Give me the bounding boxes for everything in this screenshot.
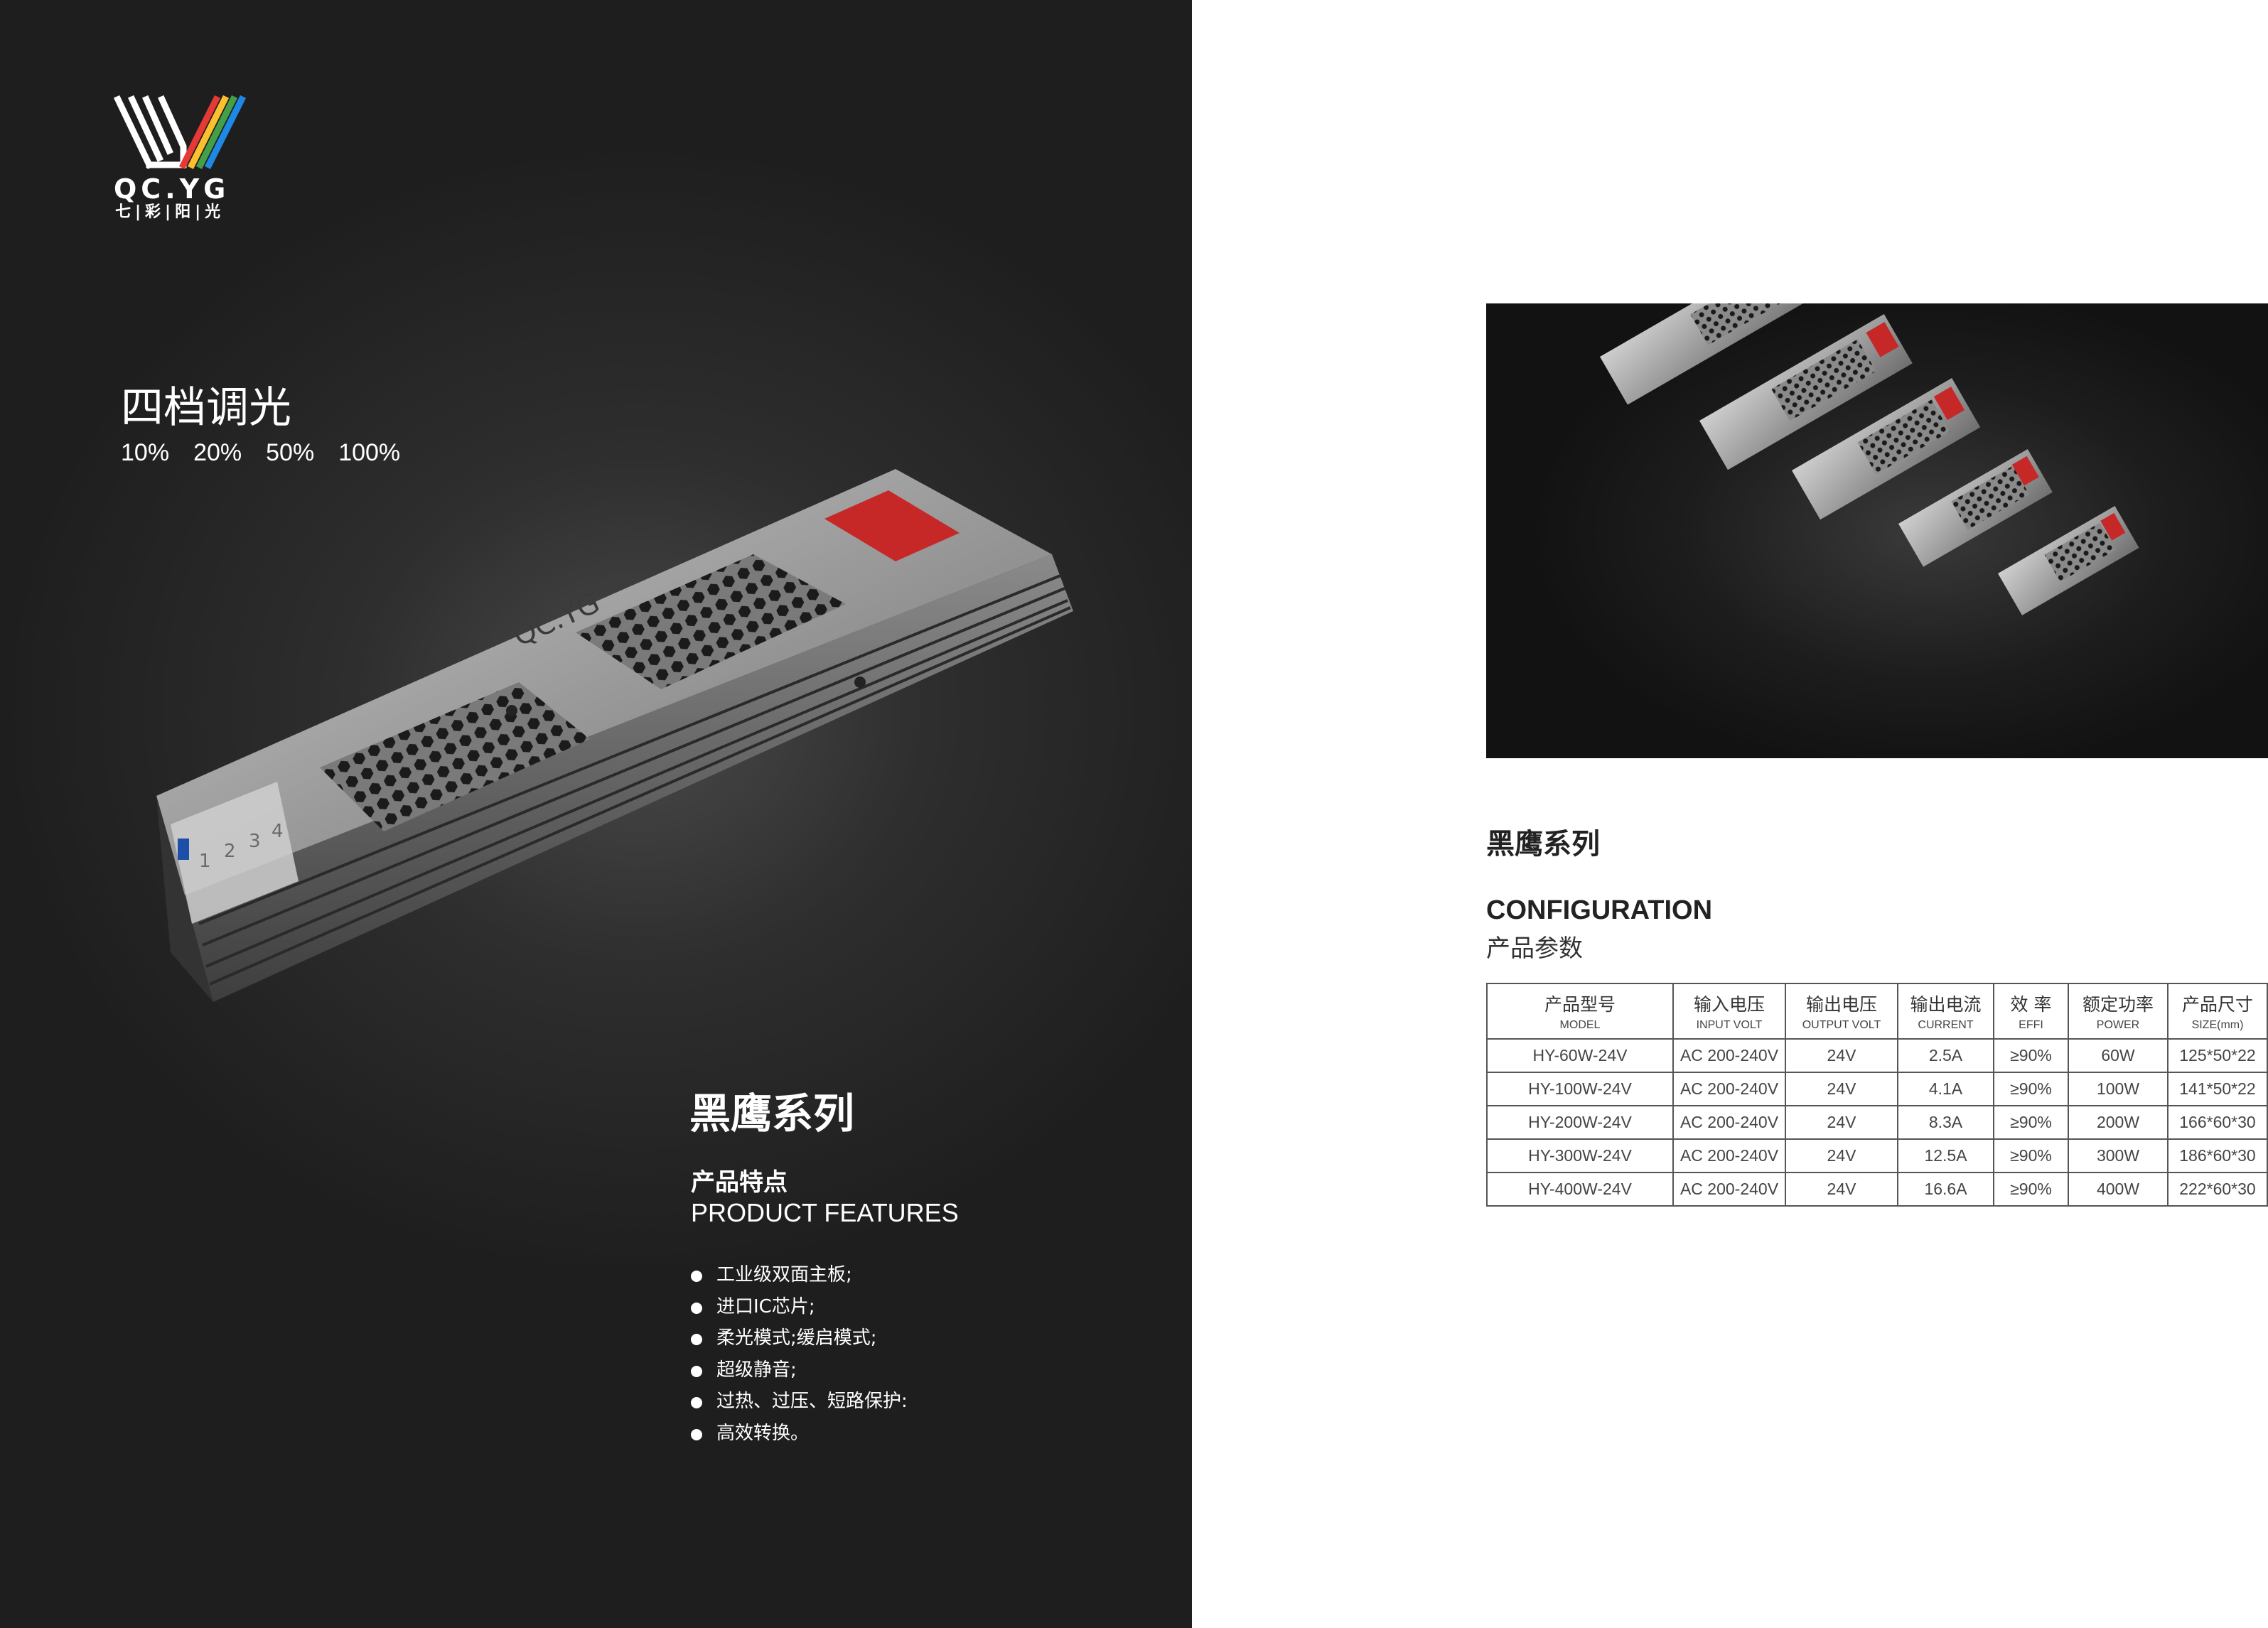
- table-cell: 400W: [2068, 1172, 2168, 1207]
- table-cell: 166*60*30: [2167, 1105, 2268, 1140]
- table-cell: 8.3A: [1897, 1105, 1994, 1140]
- table-cell: AC 200-240V: [1672, 1038, 1786, 1073]
- features-list: 工业级双面主板; 进口IC芯片; 柔光模式;缓启模式; 超级静音; 过热、过压、…: [691, 1259, 908, 1449]
- table-cell: 24V: [1785, 1138, 1898, 1173]
- product-lineup-photo: [1486, 303, 2268, 758]
- dimming-level: 10%: [121, 439, 170, 466]
- table-cell: HY-60W-24V: [1486, 1038, 1674, 1073]
- brand-wordmark: QC.YG: [114, 173, 230, 205]
- table-cell: 16.6A: [1897, 1172, 1994, 1207]
- dimming-level: 50%: [266, 439, 315, 466]
- table-cell: 24V: [1785, 1105, 1898, 1140]
- table-cell: 186*60*30: [2167, 1138, 2268, 1173]
- table-cell: AC 200-240V: [1672, 1072, 1786, 1106]
- feature-item: 过热、过压、短路保护:: [691, 1386, 908, 1418]
- svg-text:2: 2: [224, 841, 236, 862]
- table-cell: AC 200-240V: [1672, 1172, 1786, 1207]
- table-row: HY-60W-24V AC 200-240V 24V 2.5A ≥90% 60W…: [1486, 1038, 2268, 1073]
- brand-logo-icon: [112, 94, 247, 172]
- feature-item: 进口IC芯片;: [691, 1291, 908, 1323]
- table-cell: ≥90%: [1993, 1038, 2069, 1073]
- table-row: HY-300W-24V AC 200-240V 24V 12.5A ≥90% 3…: [1486, 1138, 2268, 1173]
- features-title-cn: 产品特点: [691, 1168, 788, 1197]
- table-cell: 222*60*30: [2167, 1172, 2268, 1207]
- table-cell: 24V: [1785, 1172, 1898, 1207]
- table-cell: AC 200-240V: [1672, 1138, 1786, 1173]
- left-panel: QC.YG 七|彩|阳|光 四档调光 10% 20% 50% 100%: [0, 0, 1192, 1628]
- svg-text:1: 1: [199, 851, 211, 872]
- table-cell: 24V: [1785, 1038, 1898, 1073]
- table-cell: 60W: [2068, 1038, 2168, 1073]
- table-cell: 125*50*22: [2167, 1038, 2268, 1073]
- table-row: HY-100W-24V AC 200-240V 24V 4.1A ≥90% 10…: [1486, 1072, 2268, 1106]
- feature-item: 工业级双面主板;: [691, 1259, 908, 1291]
- table-cell: 300W: [2068, 1138, 2168, 1173]
- table-cell: 100W: [2068, 1072, 2168, 1106]
- features-title-en: PRODUCT FEATURES: [691, 1198, 959, 1227]
- table-cell: HY-300W-24V: [1486, 1138, 1674, 1173]
- feature-item: 超级静音;: [691, 1354, 908, 1386]
- configuration-title-cn: 产品参数: [1486, 934, 1583, 963]
- table-cell: HY-200W-24V: [1486, 1105, 1674, 1140]
- feature-item: 高效转换。: [691, 1418, 908, 1450]
- table-cell: HY-400W-24V: [1486, 1172, 1674, 1207]
- table-cell: ≥90%: [1993, 1105, 2069, 1140]
- table-cell: 24V: [1785, 1072, 1898, 1106]
- dimming-level: 100%: [338, 439, 401, 466]
- table-cell: HY-100W-24V: [1486, 1072, 1674, 1106]
- dimming-levels: 10% 20% 50% 100%: [121, 439, 400, 467]
- dimming-title: 四档调光: [121, 383, 291, 433]
- table-cell: ≥90%: [1993, 1072, 2069, 1106]
- svg-text:4: 4: [272, 821, 284, 842]
- configuration-title-en: CONFIGURATION: [1486, 895, 1713, 925]
- right-series-title: 黑鹰系列: [1486, 828, 1600, 861]
- table-cell: ≥90%: [1993, 1172, 2069, 1207]
- table-cell: ≥90%: [1993, 1138, 2069, 1173]
- table-cell: 12.5A: [1897, 1138, 1994, 1173]
- table-row: HY-400W-24V AC 200-240V 24V 16.6A ≥90% 4…: [1486, 1172, 2268, 1207]
- svg-text:3: 3: [249, 831, 261, 852]
- feature-item: 柔光模式;缓启模式;: [691, 1322, 908, 1354]
- table-cell: 4.1A: [1897, 1072, 1994, 1106]
- table-row: HY-200W-24V AC 200-240V 24V 8.3A ≥90% 20…: [1486, 1105, 2268, 1140]
- table-cell: 141*50*22: [2167, 1072, 2268, 1106]
- dimming-level: 20%: [193, 439, 242, 466]
- table-cell: 200W: [2068, 1105, 2168, 1140]
- table-cell: AC 200-240V: [1672, 1105, 1786, 1140]
- brand-cn-name: 七|彩|阳|光: [115, 203, 225, 221]
- series-title: 黑鹰系列: [689, 1089, 855, 1138]
- table-cell: 2.5A: [1897, 1038, 1994, 1073]
